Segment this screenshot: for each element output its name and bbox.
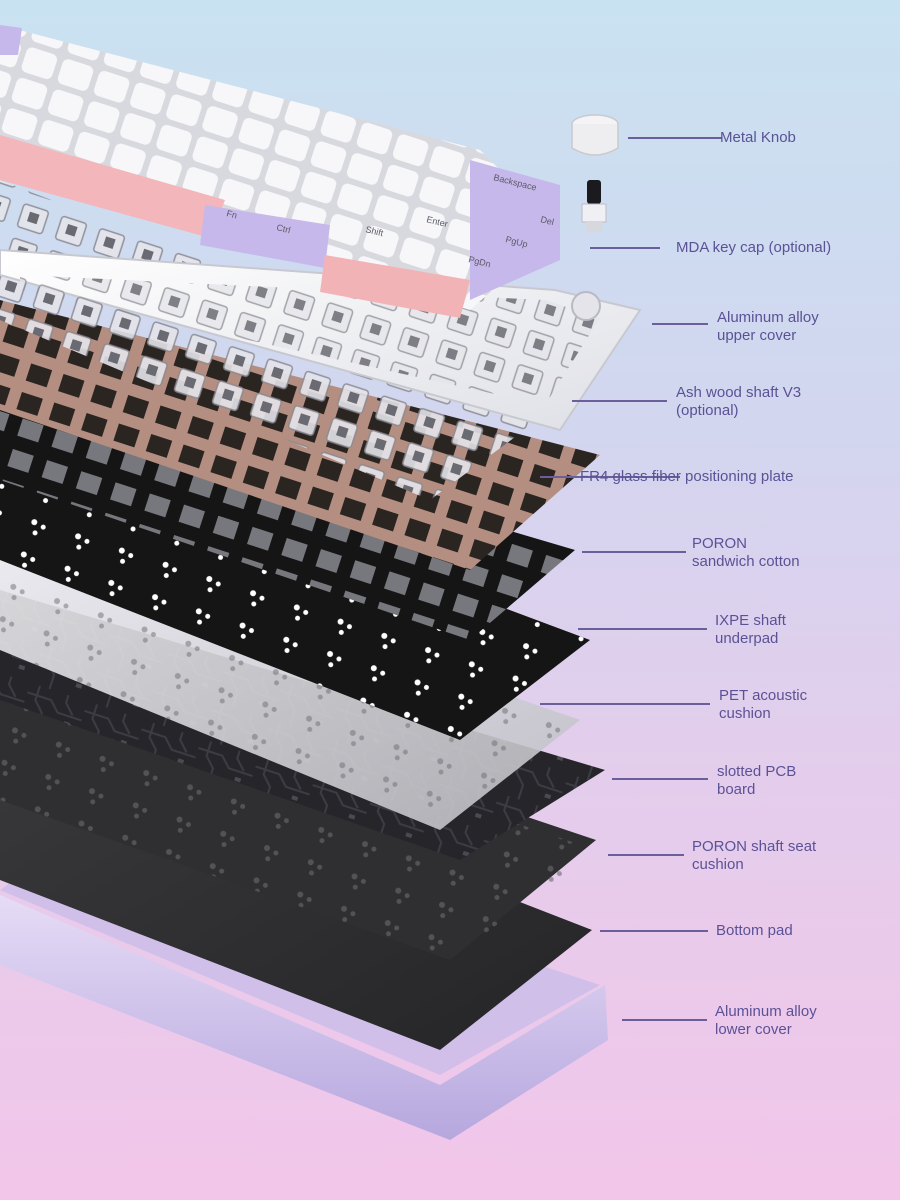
keycap-label: MDA key cap (optional) <box>676 239 831 257</box>
poron-sandwich-label-line: PORON <box>692 535 748 552</box>
lower-cover-label-line: Aluminum alloy <box>715 1003 817 1020</box>
pet-label-line: cushion <box>719 705 771 722</box>
keycap-field <box>0 25 560 310</box>
pcb-leader-line <box>612 778 708 780</box>
ixpe-leader-line <box>578 628 707 630</box>
switch-label: Ash wood shaft V3(optional) <box>676 384 801 420</box>
purple-mods-row <box>200 205 330 268</box>
metal-knob-label-line: Metal Knob <box>720 129 796 146</box>
legend-ctrl: Ctrl <box>276 222 292 235</box>
poron-seat-label-line: PORON shaft seat <box>692 838 817 855</box>
pcb-label-line: board <box>717 781 756 798</box>
keycap-leader-line <box>590 247 660 249</box>
encoder-base-icon <box>581 203 607 223</box>
purple-nav-keys <box>470 160 560 300</box>
bottom-pad-label-line: Bottom pad <box>716 922 793 939</box>
pink-spacebar <box>0 135 225 238</box>
pcb-label-line: slotted PCB <box>717 763 797 780</box>
upper-cover-leader-line <box>652 323 708 325</box>
metal-knob-label: Metal Knob <box>720 129 796 147</box>
lower-cover-shape <box>0 895 608 1140</box>
switch-label-line: Ash wood shaft V3 <box>676 384 802 401</box>
ixpe-label-line: underpad <box>715 630 779 647</box>
legend-shift: Shift <box>365 224 385 238</box>
purple-left-accent <box>0 25 22 55</box>
poron-seat-leader-line <box>608 854 684 856</box>
switch-label-line: (optional) <box>676 402 739 419</box>
encoder-pins-icon <box>586 222 602 232</box>
knob-hole <box>571 291 601 321</box>
switch-leader-line <box>572 400 667 402</box>
poron-sandwich-leader-line <box>582 551 686 553</box>
upper-cover-label-line: upper cover <box>717 327 797 344</box>
ixpe-label-line: IXPE shaft <box>715 612 786 629</box>
legend-del: Del <box>540 214 556 227</box>
lower-cover-label-line: lower cover <box>715 1021 792 1038</box>
metal-knob-body <box>571 124 619 156</box>
legend-fn: Fn <box>226 208 239 220</box>
plate-label: FR4 glass fiber positioning plate <box>580 468 793 486</box>
lower-cover-leader-line <box>622 1019 707 1021</box>
bottom-pad-label: Bottom pad <box>716 922 793 940</box>
plate-label-line: FR4 glass fiber positioning plate <box>580 468 794 485</box>
pink-arrows <box>320 255 470 318</box>
pet-label-line: PET acoustic <box>719 687 808 704</box>
metal-knob-leader-line <box>628 137 722 139</box>
bottom-pad-leader-line <box>600 930 708 932</box>
upper-cover-label-line: Aluminum alloy <box>717 309 819 326</box>
poron-seat-label-line: cushion <box>692 856 744 873</box>
encoder-shaft-icon <box>587 180 601 204</box>
plate-leader-line <box>540 476 680 478</box>
poron-sandwich-label-line: sandwich cotton <box>692 553 800 570</box>
keycap-label-line: MDA key cap (optional) <box>676 239 832 256</box>
pet-leader-line <box>540 703 710 705</box>
